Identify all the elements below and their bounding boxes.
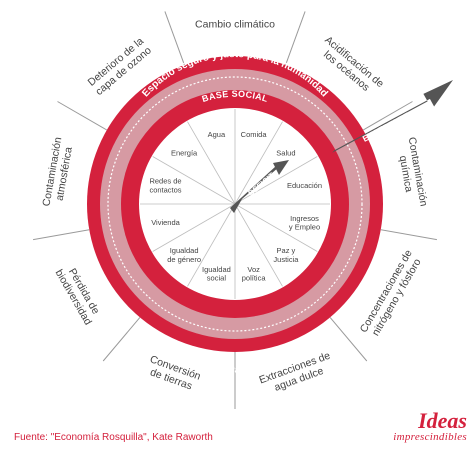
social-label-vivienda-line: Vivienda [151,218,180,227]
ecological-label-perdida-de-biodiversidad: Pérdida debiodiversidad [53,262,105,328]
social-spoke [234,203,283,287]
social-label-paz-y-justicia-line: Justicia [273,255,299,264]
social-label-educacion-line: Educación [287,181,322,190]
brand-logo-line2: imprescindibles [393,431,467,443]
social-label-energia-line: Energía [171,149,198,158]
ecological-dividers [33,11,437,409]
social-label-salud-line: Salud [276,149,295,158]
social-spoke [234,156,318,205]
shortfall-arrowhead [273,160,289,175]
ecological-divider [380,229,437,241]
shortfall-arrow-shaft [230,166,279,213]
ecological-label-cambio-climatico: Cambio climático [195,19,275,31]
ecological-label-contaminacion-quimica: Contaminaciónquímica [394,136,430,209]
social-label-redes-de-contactos-line: Redes de [149,177,181,186]
social-spoke [152,156,236,205]
social-label-voz-politica-line: política [242,273,267,282]
ecological-divider [57,101,108,131]
social-spoke [187,121,236,205]
safe-space-texture [107,76,363,332]
social-label-educacion: Educación [287,181,322,190]
brand-logo: Ideas imprescindibles [357,410,467,443]
overshoot-arrow-shape [332,80,453,153]
social-label-salud: Salud [276,149,295,158]
ecological-divider [285,11,306,66]
social-label-ingresos-y-empleo-line: Ingresos [290,214,319,223]
social-label-vivienda: Vivienda [151,218,180,227]
ecological-divider [33,229,90,241]
ecological-divider [102,317,141,362]
social-label-paz-y-justicia-line: Paz y [277,246,296,255]
social-label-igualdad-social-line: social [207,273,227,282]
social-label-energia: Energía [171,149,198,158]
ecological-divider [164,11,185,66]
ecological-divider [362,101,413,131]
social-label-ingresos-y-empleo-line: y Empleo [289,223,320,232]
social-spoke [234,121,283,205]
social-label-igualdad-de-genero-line: Igualdad [170,246,199,255]
social-spoke [187,203,236,287]
brand-logo-line1: Ideas [418,408,467,433]
social-label-comida: Comida [241,130,268,139]
social-label-voz-politica-line: Voz [247,265,260,274]
social-foundation-label: BASE SOCIAL [201,89,270,104]
social-label-igualdad-de-genero-line: de género [167,255,201,264]
social-spoke [152,203,236,252]
social-spoke [234,203,318,252]
social-label-agua: Agua [208,130,226,139]
source-footnote: Fuente: "Economía Rosquilla", Kate Rawor… [14,432,213,443]
social-label-redes-de-contactos-line: contactos [149,185,181,194]
social-label-agua-line: Agua [208,130,226,139]
social-spokes [140,109,330,299]
ecological-divider [329,317,368,362]
ecological-label-contaminacion-atmosferica: Contaminaciónatmosférica [40,136,76,209]
social-label-comida-line: Comida [241,130,268,139]
ecological-label-cambio-climatico-line: Cambio climático [195,19,275,31]
social-label-igualdad-social-line: Igualdad [202,265,231,274]
